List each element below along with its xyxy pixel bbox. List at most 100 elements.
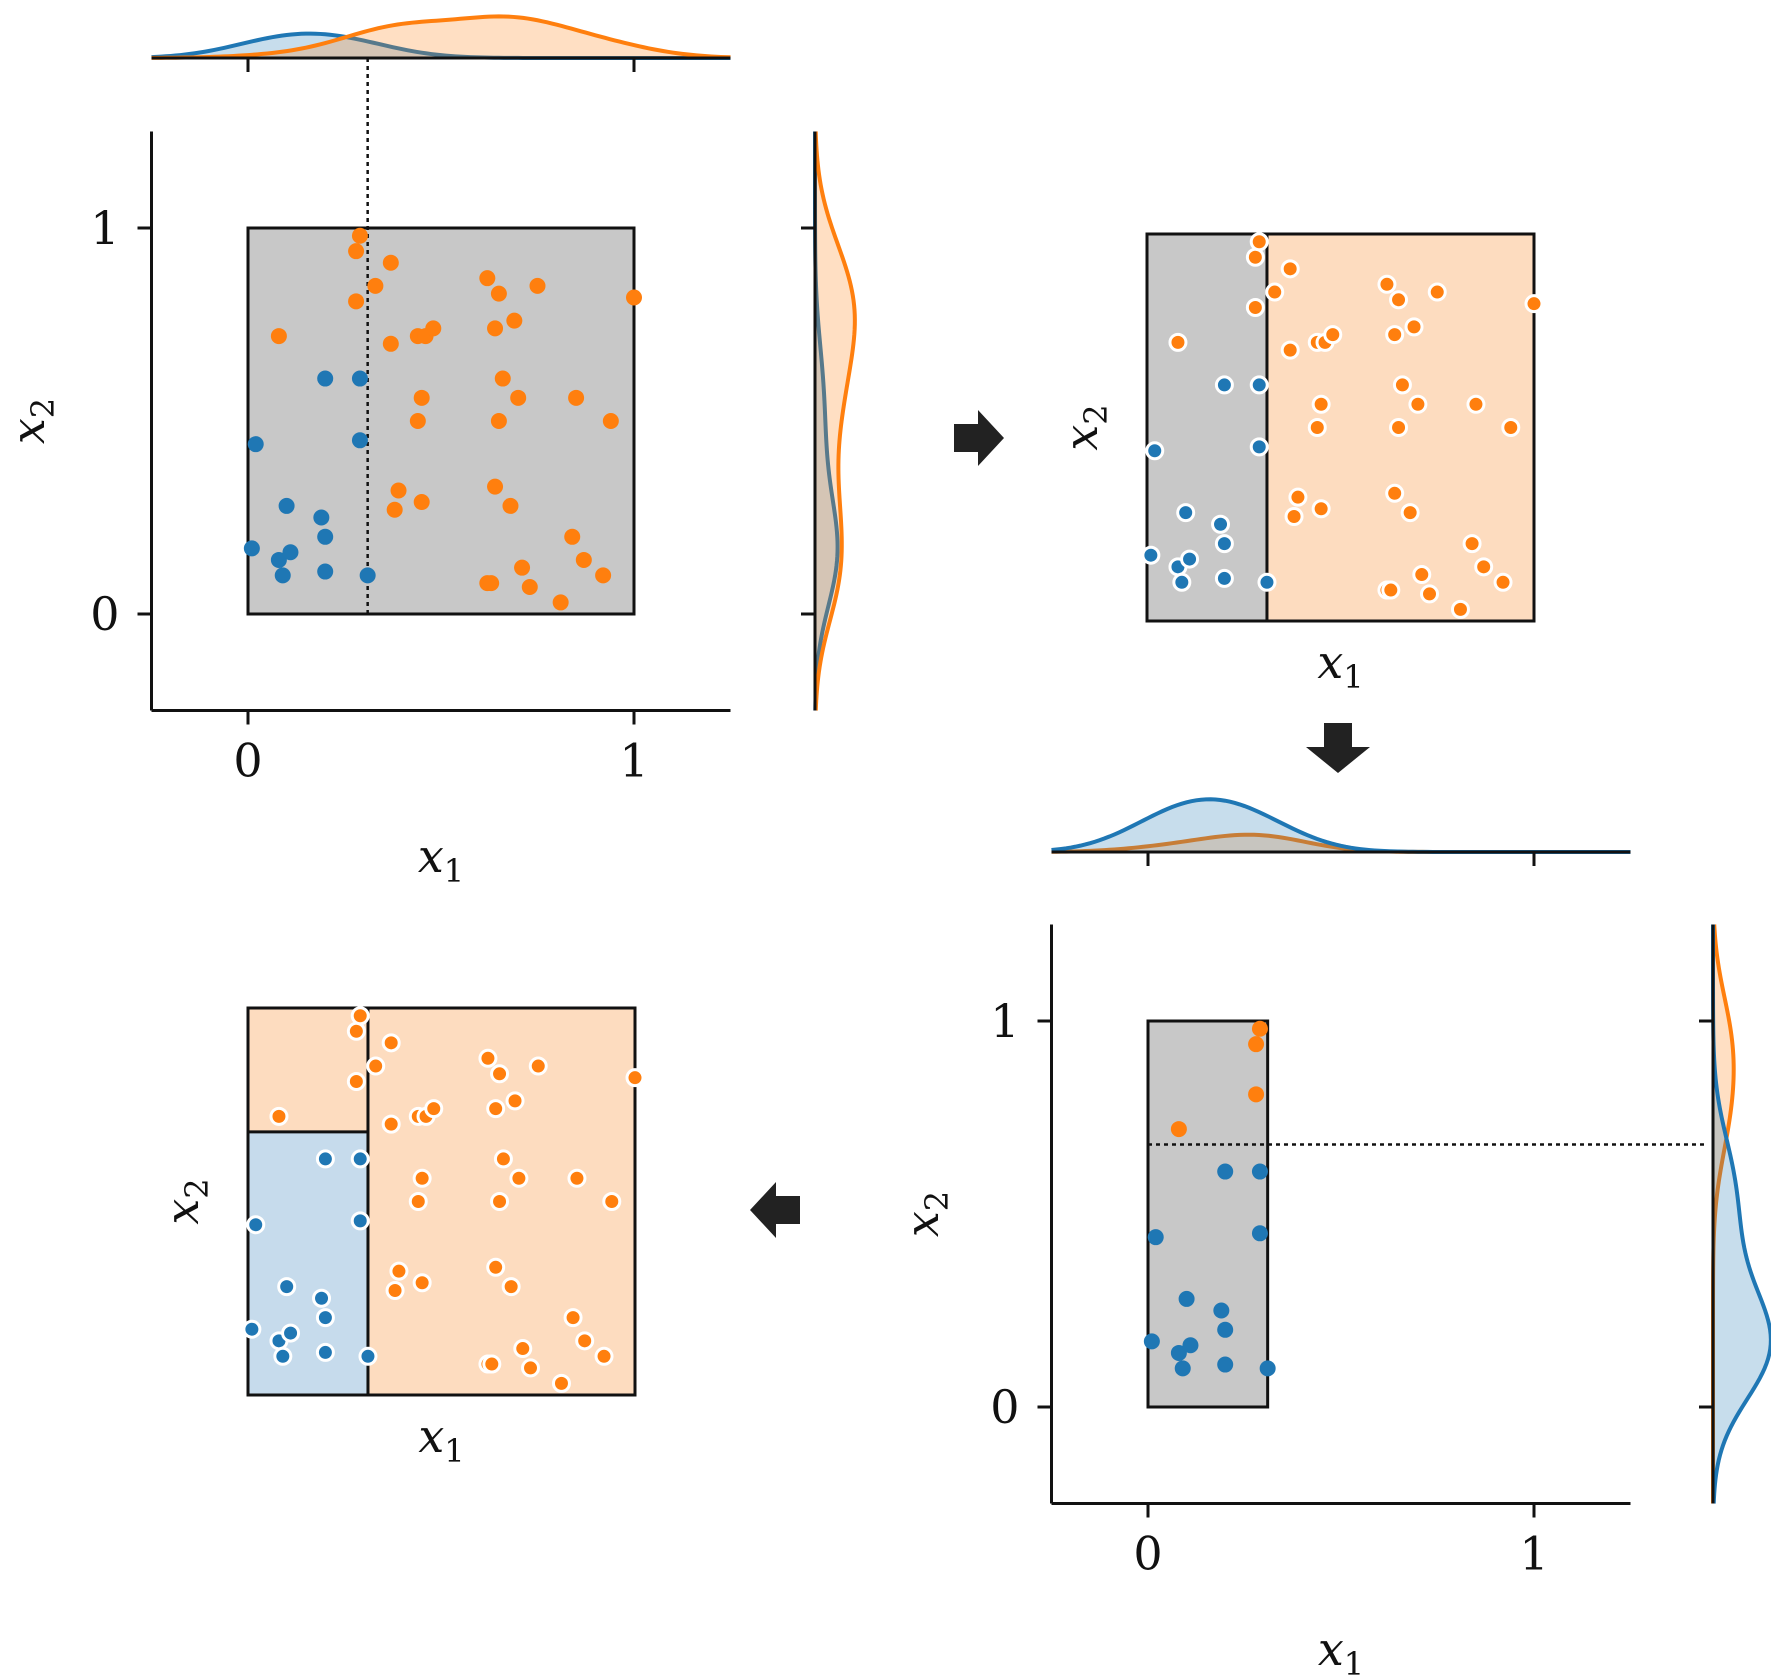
panel2-point-orange-33 xyxy=(1493,572,1513,592)
panel2-point-orange-2 xyxy=(1245,298,1265,318)
panel1-point-orange-8 xyxy=(390,482,407,499)
panel2-border xyxy=(1145,232,1536,623)
panel2-point-orange-3 xyxy=(1249,232,1269,252)
panel2-point-orange-1 xyxy=(1245,247,1265,267)
panel2-point-orange-24 xyxy=(1404,317,1424,337)
panel2-ylabel-sub: 2 xyxy=(1077,404,1115,424)
panel1-top-marginal-fill-1 xyxy=(151,16,731,58)
panel3-xlabel-text: x1 xyxy=(1318,1622,1364,1677)
panel4-point-blue-12 xyxy=(358,1346,378,1366)
panel1-point-orange-10 xyxy=(409,413,426,429)
panel4-point-orange-6 xyxy=(381,1114,401,1134)
panel1-right-marginal-line-1 xyxy=(813,131,857,711)
panel1-ylabel-sub: 2 xyxy=(24,398,62,418)
panel4-point-orange-18 xyxy=(486,1099,506,1119)
panel2-point-orange-17 xyxy=(1381,580,1401,600)
panel2-point-orange-8 xyxy=(1288,487,1308,507)
panel1-point-orange-24 xyxy=(506,312,523,329)
panel4-ylabel-text: x2 xyxy=(155,1178,216,1224)
panel1-point-orange-3 xyxy=(351,227,368,244)
panel4-point-orange-20 xyxy=(490,1064,510,1084)
panel4-ylabel: x2 xyxy=(155,1178,216,1224)
arrow-down-icon xyxy=(1306,723,1370,773)
panel4-point-orange-27 xyxy=(521,1358,541,1378)
panel4-point-blue-8 xyxy=(315,1149,335,1169)
panel3-ylabel: x2 xyxy=(895,1191,956,1237)
panel4-point-orange-23 xyxy=(501,1277,521,1297)
panel1-xlabel-main: x xyxy=(418,829,444,883)
panel3-point-blue-10 xyxy=(1251,1163,1268,1180)
panel2-xlabel-main: x xyxy=(1317,635,1343,689)
panel4-point-blue-4 xyxy=(277,1277,297,1297)
panel1-ylabel-text: x2 xyxy=(1,398,62,444)
panel4-point-orange-10 xyxy=(408,1192,428,1211)
panel4-point-orange-8 xyxy=(389,1261,409,1281)
panel2-point-blue-9 xyxy=(1214,568,1234,588)
panel2-point-blue-0 xyxy=(1141,545,1161,565)
panel1-point-orange-18 xyxy=(487,320,504,337)
panel2-point-orange-27 xyxy=(1420,584,1440,604)
panel2-point-orange-26 xyxy=(1412,565,1432,585)
panel1-point-orange-29 xyxy=(552,594,569,611)
panel4-point-orange-15 xyxy=(478,1048,498,1068)
panel3-point-orange-3 xyxy=(1251,1020,1268,1037)
panel1-ylabel-main: x xyxy=(1,418,55,444)
panel2-point-orange-20 xyxy=(1389,290,1409,310)
panel4-point-blue-5 xyxy=(281,1323,301,1343)
panel1-xtick-label-0: 0 xyxy=(233,734,262,788)
panel1-point-orange-0 xyxy=(270,328,287,345)
panel1-point-blue-9 xyxy=(317,563,334,580)
panel1-xlabel-text: x1 xyxy=(418,829,464,890)
panel4-point-orange-14 xyxy=(424,1099,444,1119)
panel1-point-orange-26 xyxy=(514,559,531,576)
panel1-point-blue-2 xyxy=(270,551,287,568)
panel1-top-marginal-fill-0 xyxy=(151,33,731,58)
panel4-point-orange-34 xyxy=(602,1192,622,1211)
panel3-point-blue-3 xyxy=(1174,1360,1191,1377)
panel4-point-orange-30 xyxy=(563,1308,583,1328)
panel1-point-orange-20 xyxy=(490,285,507,302)
panel1-point-blue-0 xyxy=(243,540,260,557)
panel4-point-blue-0 xyxy=(242,1319,262,1339)
panel3-right-marginal-fill-1 xyxy=(1713,924,1771,1504)
panel1-top-marginal-line-1 xyxy=(151,14,731,60)
panel4-ylabel-sub: 2 xyxy=(178,1178,216,1198)
panel2-point-orange-15 xyxy=(1377,274,1397,294)
panel3-data-region xyxy=(1146,1019,1270,1409)
panel3-point-orange-1 xyxy=(1248,1036,1265,1053)
panel4-point-orange-3 xyxy=(350,1006,370,1026)
panel4-point-orange-29 xyxy=(551,1373,571,1393)
panel4-point-orange-25 xyxy=(509,1168,529,1188)
panel2-point-blue-11 xyxy=(1249,437,1269,457)
panel1-point-orange-19 xyxy=(487,478,504,495)
panel1-point-orange-17 xyxy=(483,575,500,592)
panel4-point-orange-4 xyxy=(366,1056,386,1076)
panel2-point-orange-22 xyxy=(1392,375,1412,395)
panel1-point-orange-22 xyxy=(494,370,511,387)
panel1-point-orange-15 xyxy=(479,270,496,287)
panel1-data-region xyxy=(246,226,636,616)
panel3-point-orange-0 xyxy=(1170,1121,1187,1138)
panel1-ylabel: x2 xyxy=(1,398,62,444)
panel1-xlabel-sub: 1 xyxy=(444,852,464,890)
panel2-xlabel: x1 xyxy=(1317,635,1363,696)
panel1-point-orange-25 xyxy=(510,389,527,406)
panel4-point-orange-17 xyxy=(482,1354,502,1374)
panel4-point-orange-32 xyxy=(575,1331,595,1351)
panel2-point-blue-7 xyxy=(1214,534,1234,554)
panel4-point-orange-5 xyxy=(381,1033,401,1053)
panel4-point-orange-31 xyxy=(567,1168,587,1188)
panel2-ylabel-main: x xyxy=(1054,425,1108,451)
panel3-top-marginal-fill-0 xyxy=(1051,834,1631,852)
panel4-point-blue-9 xyxy=(315,1342,335,1362)
panel1-right-marginal-fill-0 xyxy=(815,131,838,711)
panel4-point-blue-11 xyxy=(350,1211,370,1231)
panel1-point-orange-28 xyxy=(529,277,546,294)
panel3-point-blue-0 xyxy=(1143,1333,1160,1350)
panel2-point-blue-1 xyxy=(1145,441,1165,461)
panel2-point-orange-30 xyxy=(1462,534,1482,554)
panel1-point-orange-14 xyxy=(425,320,442,337)
panel3-right-marginal-fill-0 xyxy=(1713,924,1734,1504)
panel2-ylabel-text: x2 xyxy=(1054,404,1115,450)
